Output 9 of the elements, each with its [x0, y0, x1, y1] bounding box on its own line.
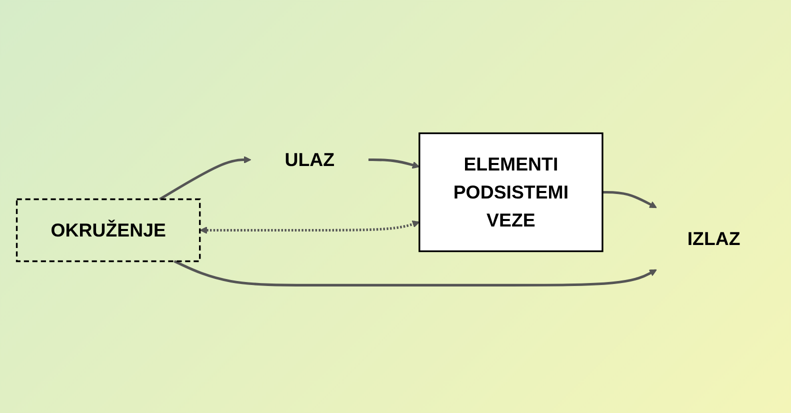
node-text: ULAZ	[284, 148, 335, 170]
node-box: ELEMENTI PODSISTEMI VEZE	[418, 132, 604, 252]
arrow	[602, 190, 657, 208]
arrow	[159, 156, 252, 200]
arrow	[200, 220, 420, 234]
arrow	[368, 158, 420, 168]
node-box: OKRUŽENJE	[16, 198, 201, 262]
arrow	[174, 260, 657, 286]
node-text: IZLAZ	[687, 228, 740, 249]
